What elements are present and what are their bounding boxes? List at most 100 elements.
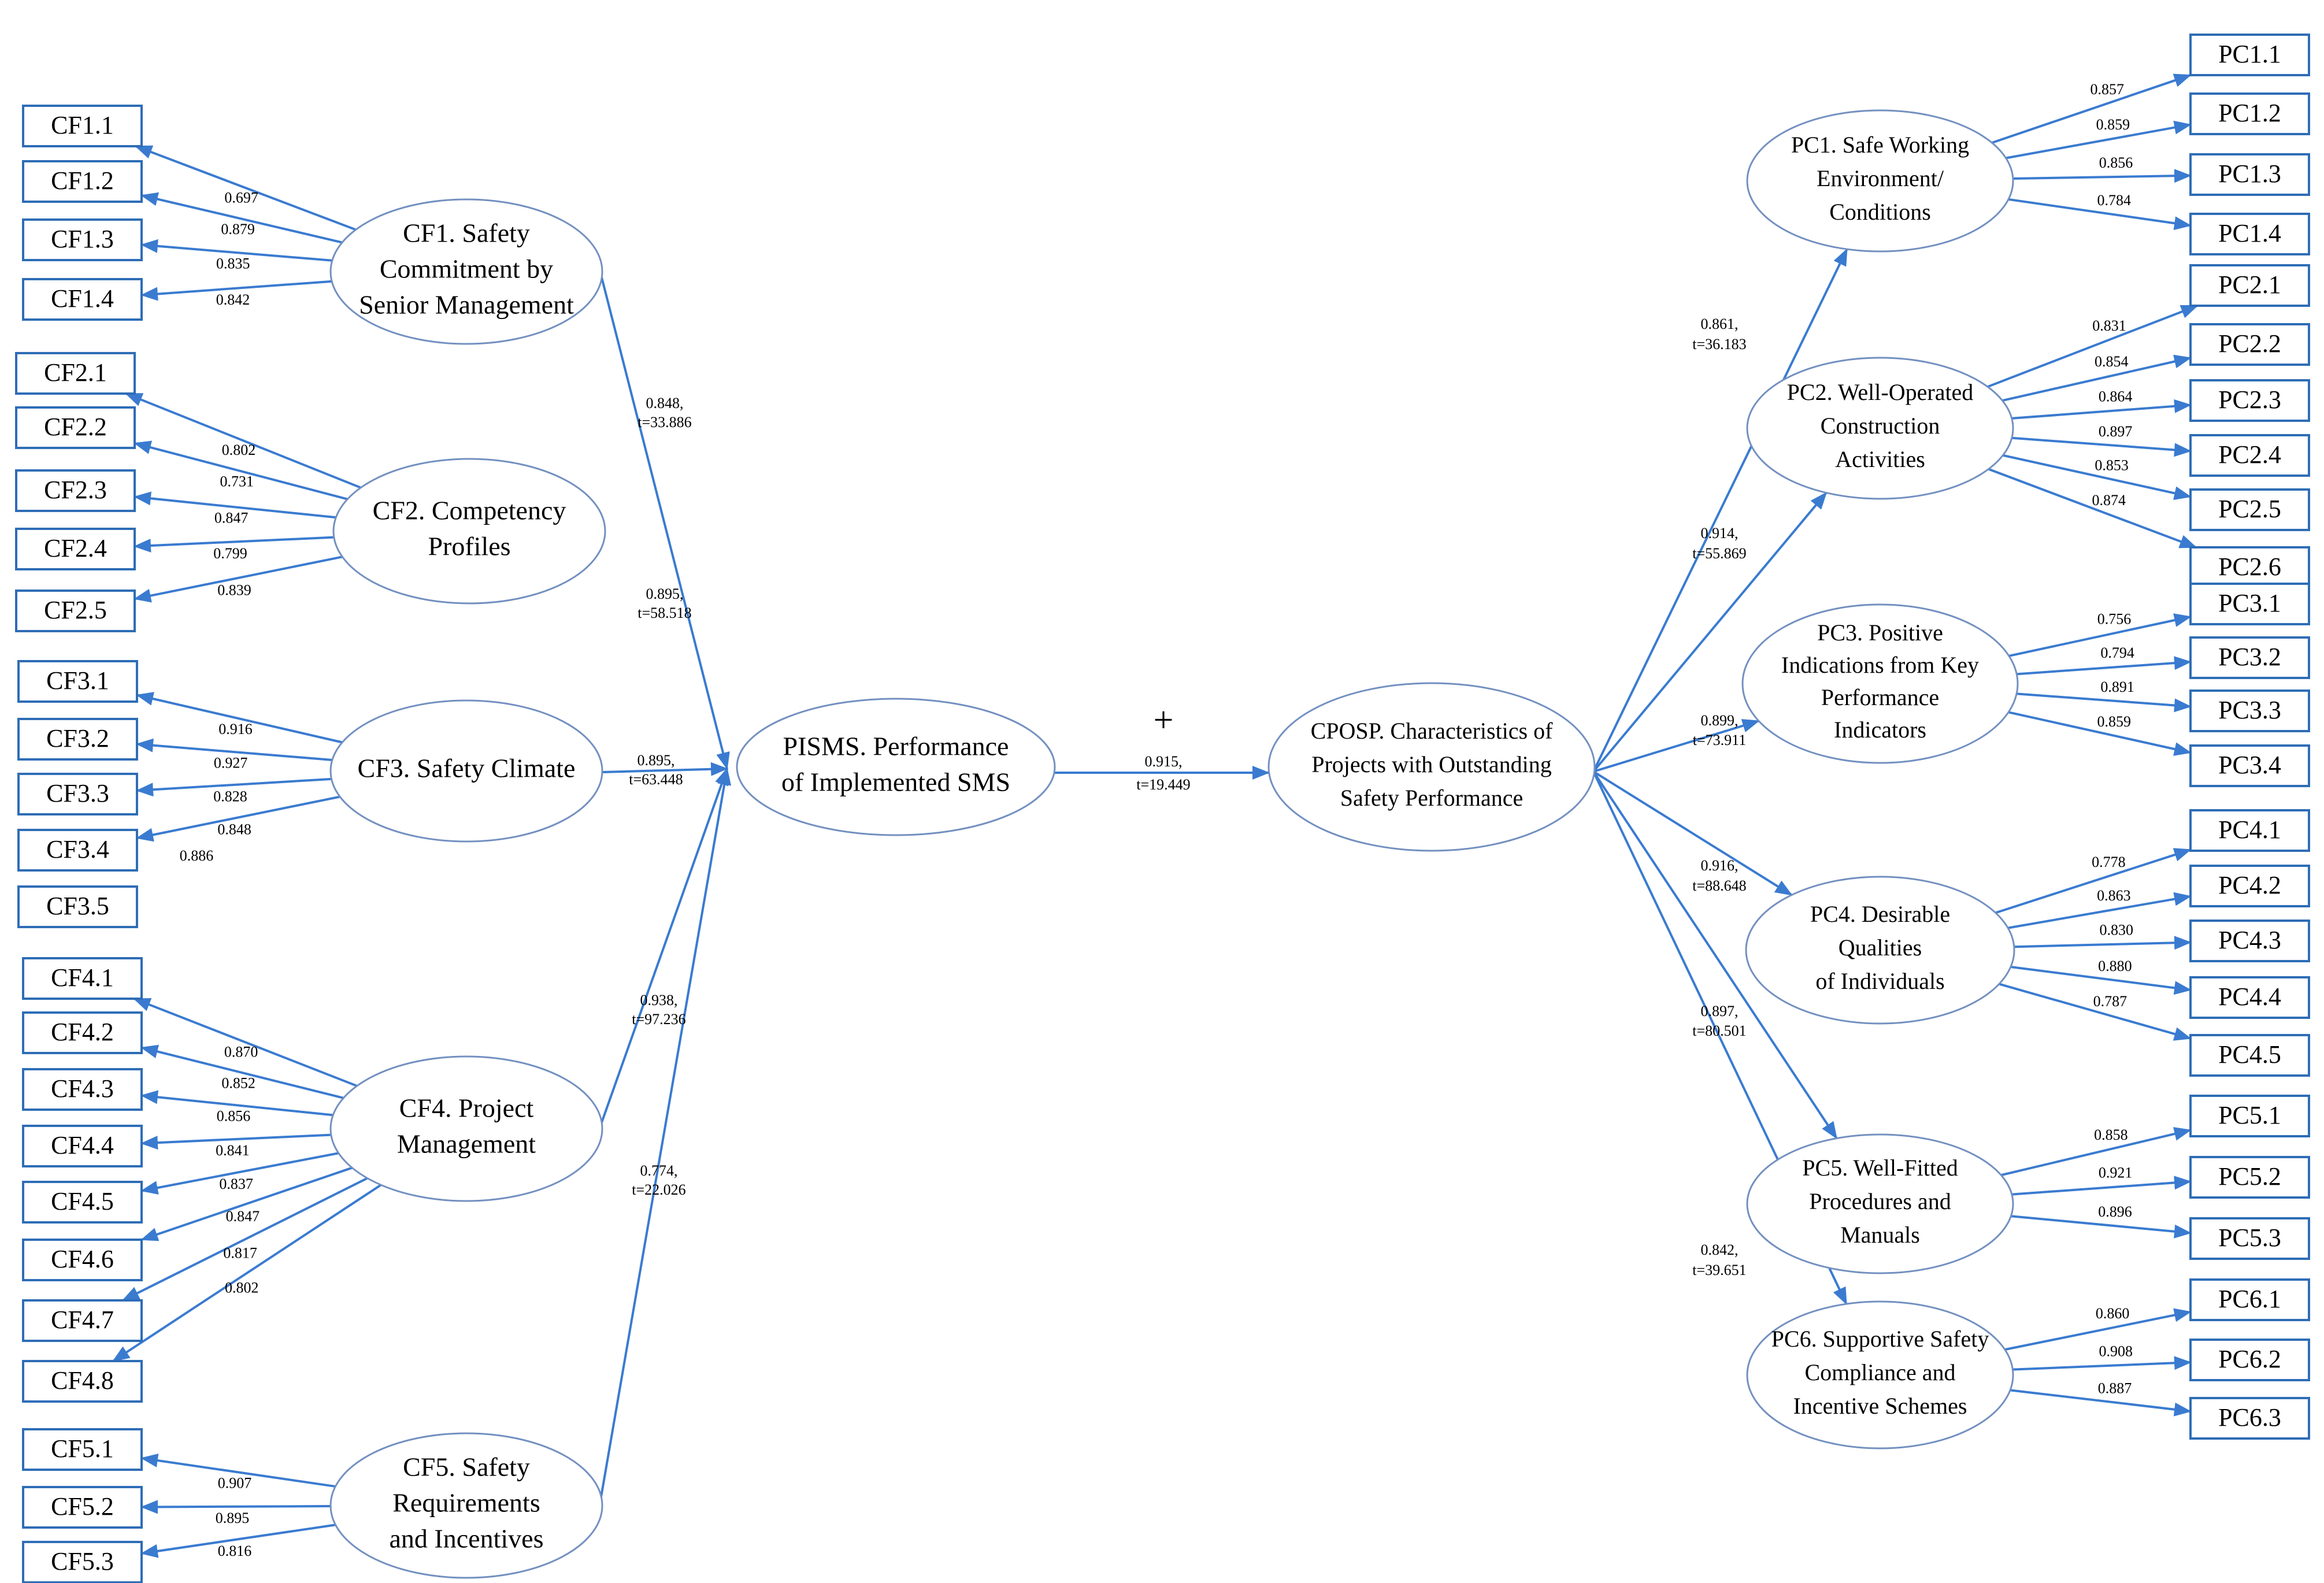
cf3-loading-label-5: 0.886 — [180, 847, 214, 864]
indicator-label-pc1-3: PC1.3 — [2218, 160, 2281, 188]
pc2-loading-arrow-5 — [2002, 454, 2192, 501]
cf1-latent-label-line2: Commitment by — [380, 254, 553, 284]
indicator-box-cf4-4 — [22, 1125, 143, 1167]
indicator-label-cf4-7: CF4.7 — [51, 1306, 114, 1334]
indicator-label-cf2-4: CF2.4 — [44, 534, 107, 562]
indicator-label-pc3-2: PC3.2 — [2218, 643, 2281, 671]
pc1-latent-ellipse — [1746, 109, 2014, 253]
cf5-latent-ellipse — [329, 1432, 603, 1579]
cf2-loading-arrow-1 — [125, 392, 362, 489]
indicator-box-pc4-5 — [2189, 1034, 2310, 1077]
cf3-path-beta: 0.895, — [637, 752, 675, 769]
cf2-loading-label-2: 0.731 — [220, 473, 254, 490]
indicator-label-cf1-3: CF1.3 — [51, 225, 114, 253]
pc3-latent-label-line2: Indications from Key — [1781, 652, 1979, 678]
cf1-loading-arrow-3 — [140, 239, 332, 262]
pc5-loading-label-2: 0.921 — [2099, 1165, 2133, 1181]
cf2-latent-ellipse — [332, 458, 606, 605]
indicator-box-pc2-1 — [2189, 264, 2310, 307]
cf3-loading-label-3: 0.828 — [213, 788, 247, 805]
cf5-path-beta: 0.774, — [640, 1162, 678, 1179]
pc1-path-beta: 0.861, — [1701, 316, 1739, 332]
cf5-loading-arrow-2 — [140, 1500, 331, 1514]
pc3-latent-label-line4: Indicators — [1834, 717, 1926, 743]
indicator-label-pc3-1: PC3.1 — [2218, 589, 2281, 617]
indicator-box-cf4-8 — [22, 1360, 143, 1403]
indicator-box-cf3-4 — [17, 829, 138, 872]
indicator-box-cf3-2 — [17, 718, 138, 761]
cf4-to-pisms-path — [600, 768, 728, 1125]
cf1-loading-label-2: 0.879 — [221, 221, 255, 238]
pc2-loading-arrow-6 — [1988, 468, 2197, 548]
indicator-label-cf1-4: CF1.4 — [51, 284, 114, 313]
pc5-path-t: t=80.501 — [1692, 1022, 1746, 1039]
pc2-loading-arrow-4 — [2011, 436, 2192, 457]
pc6-loading-label-1: 0.860 — [2096, 1305, 2130, 1322]
cf4-latent-label-line2: Management — [397, 1129, 536, 1159]
pc6-loading-arrow-3 — [2010, 1389, 2192, 1417]
indicator-box-cf1-3 — [22, 218, 143, 261]
cf4-loading-label-6: 0.847 — [226, 1208, 260, 1225]
cf4-loading-arrow-5 — [140, 1152, 339, 1195]
indicator-box-pc2-6 — [2189, 546, 2310, 589]
pc4-loading-label-3: 0.830 — [2100, 922, 2134, 939]
indicator-box-pc2-2 — [2189, 323, 2310, 366]
pc5-latent-label-line3: Manuals — [1840, 1222, 1920, 1248]
indicator-box-pc1-2 — [2189, 92, 2310, 135]
indicator-box-pc3-4 — [2189, 744, 2310, 787]
indicator-box-cf2-3 — [15, 469, 136, 512]
indicator-label-pc4-3: PC4.3 — [2218, 926, 2281, 954]
pc3-loading-arrow-1 — [2008, 613, 2192, 657]
pc2-loading-label-4: 0.897 — [2099, 423, 2133, 440]
cf1-loading-arrow-1 — [134, 145, 357, 231]
indicator-label-cf3-1: CF3.1 — [46, 666, 109, 695]
indicator-box-pc4-3 — [2189, 920, 2310, 962]
indicator-label-cf3-5: CF3.5 — [46, 892, 109, 920]
indicator-label-cf3-2: CF3.2 — [46, 724, 109, 752]
cposp-to-pc2-path — [1592, 492, 1828, 773]
cf3-path-t: t=63.448 — [629, 771, 683, 788]
pc4-loading-arrow-3 — [2014, 936, 2192, 950]
cf2-loading-arrow-4 — [134, 536, 334, 553]
pc4-latent-label-line1: PC4. Desirable — [1810, 901, 1950, 927]
cf3-latent-ellipse — [329, 699, 603, 843]
indicator-label-cf2-2: CF2.2 — [44, 413, 107, 441]
indicator-label-cf1-1: CF1.1 — [51, 111, 114, 139]
indicator-box-pc3-1 — [2189, 583, 2310, 625]
pc4-latent-label-line3: of Individuals — [1815, 968, 1944, 994]
cf4-loading-arrow-6 — [140, 1166, 353, 1241]
indicator-label-cf5-1: CF5.1 — [51, 1434, 114, 1463]
indicator-box-cf3-3 — [17, 773, 138, 815]
cf1-latent-ellipse — [329, 198, 603, 345]
pc3-loading-arrow-3 — [2016, 692, 2192, 713]
pc5-latent-label-line2: Procedures and — [1809, 1188, 1951, 1214]
pisms-cposp-beta: 0.915, — [1145, 753, 1183, 770]
indicator-label-pc3-4: PC3.4 — [2218, 751, 2281, 779]
indicator-box-pc6-1 — [2189, 1278, 2310, 1321]
indicator-label-pc2-4: PC2.4 — [2218, 440, 2281, 469]
indicator-box-pc3-3 — [2189, 689, 2310, 732]
pc6-latent-ellipse — [1746, 1300, 2014, 1449]
indicator-label-pc1-4: PC1.4 — [2218, 219, 2281, 247]
pc3-loading-label-1: 0.756 — [2097, 611, 2132, 628]
cf1-loading-arrow-2 — [140, 192, 343, 244]
indicator-label-cf4-4: CF4.4 — [51, 1131, 114, 1159]
pc4-latent-label-line2: Qualities — [1839, 935, 1922, 961]
cf3-loading-label-4: 0.848 — [217, 821, 251, 838]
cf5-latent-label-line2: Requirements — [392, 1488, 540, 1518]
cf2-loading-label-1: 0.802 — [222, 442, 256, 458]
indicator-box-cf2-1 — [15, 352, 136, 395]
indicator-label-cf4-6: CF4.6 — [51, 1245, 114, 1273]
cposp-latent-label-line2: Projects with Outstanding — [1311, 751, 1552, 777]
cf5-latent-label-line1: CF5. Safety — [403, 1452, 530, 1482]
cf4-loading-arrow-2 — [140, 1044, 344, 1099]
pc1-loading-label-3: 0.856 — [2099, 154, 2133, 171]
pc1-loading-label-4: 0.784 — [2097, 192, 2131, 209]
pc1-path-t: t=36.183 — [1692, 336, 1746, 353]
pc3-latent-label-line1: PC3. Positive — [1817, 620, 1943, 646]
indicator-box-cf4-1 — [22, 957, 143, 1000]
pc1-loading-arrow-2 — [2006, 120, 2192, 160]
pc6-loading-arrow-2 — [2012, 1356, 2192, 1371]
indicator-label-pc2-1: PC2.1 — [2218, 270, 2281, 299]
pc1-loading-arrow-3 — [2012, 169, 2192, 183]
